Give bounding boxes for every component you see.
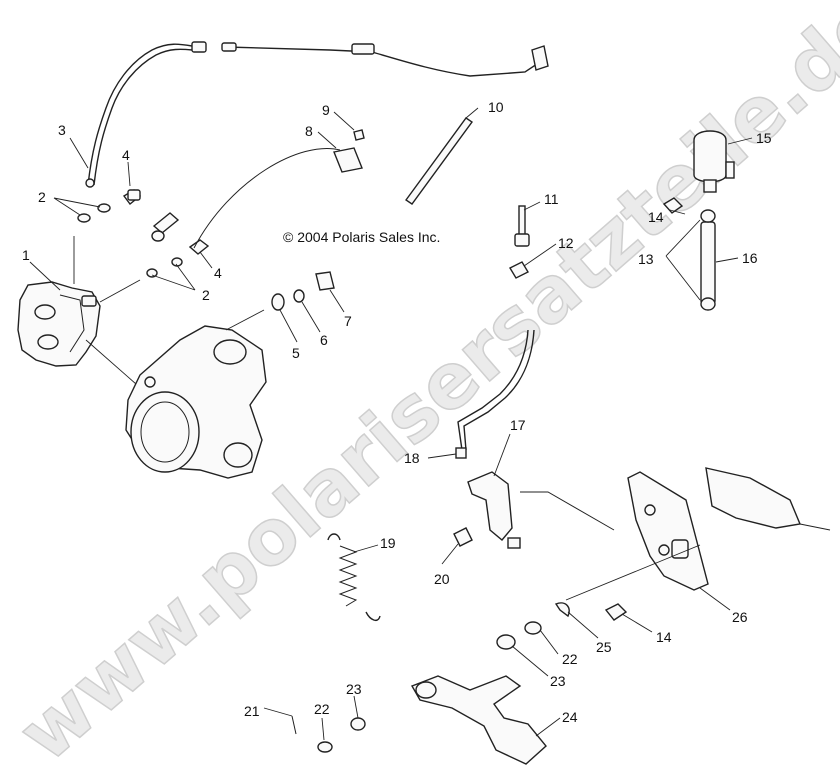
master-cylinder bbox=[453, 471, 521, 549]
callout-20: 20 bbox=[434, 571, 450, 587]
callout-4-upper: 4 bbox=[122, 147, 130, 163]
fittings bbox=[509, 205, 530, 279]
callout-22-right: 22 bbox=[562, 651, 578, 667]
callout-22-left: 22 bbox=[314, 701, 330, 717]
callout-18: 18 bbox=[404, 450, 420, 466]
callout-labels: 1 2 2 3 4 4 5 6 7 8 9 10 11 12 13 14 14 … bbox=[22, 99, 772, 725]
callout-15: 15 bbox=[756, 130, 772, 146]
callout-16: 16 bbox=[742, 250, 758, 266]
callout-23-right: 23 bbox=[550, 673, 566, 689]
callout-19: 19 bbox=[380, 535, 396, 551]
lower-brake-line bbox=[455, 329, 535, 459]
callout-25: 25 bbox=[596, 639, 612, 655]
brake-caliper bbox=[17, 281, 101, 367]
brake-pedal bbox=[291, 602, 628, 765]
callout-26: 26 bbox=[732, 609, 748, 625]
callout-2-lower: 2 bbox=[202, 287, 210, 303]
return-spring bbox=[327, 533, 381, 622]
callout-9: 9 bbox=[322, 102, 330, 118]
callout-4-lower: 4 bbox=[214, 265, 222, 281]
callout-1: 1 bbox=[22, 247, 30, 263]
callout-2-upper: 2 bbox=[38, 189, 46, 205]
callout-10: 10 bbox=[488, 99, 504, 115]
callout-14-upper: 14 bbox=[648, 209, 664, 225]
leader-lines bbox=[29, 107, 753, 741]
reservoir-assembly bbox=[662, 130, 735, 311]
callout-8: 8 bbox=[305, 123, 313, 139]
pedal-bracket bbox=[520, 467, 831, 591]
callout-13: 13 bbox=[638, 251, 654, 267]
callout-23-left: 23 bbox=[346, 681, 362, 697]
callout-14-lower: 14 bbox=[656, 629, 672, 645]
callout-7: 7 bbox=[344, 313, 352, 329]
callout-17: 17 bbox=[510, 417, 526, 433]
callout-11: 11 bbox=[544, 191, 559, 207]
brake-line-assembly bbox=[85, 41, 549, 188]
callout-12: 12 bbox=[558, 235, 574, 251]
rod bbox=[405, 117, 473, 205]
callout-3: 3 bbox=[58, 122, 66, 138]
callout-5: 5 bbox=[292, 345, 300, 361]
hardware bbox=[77, 129, 365, 311]
brake-housing bbox=[125, 325, 267, 479]
callout-21: 21 bbox=[244, 703, 260, 719]
callout-6: 6 bbox=[320, 332, 328, 348]
callout-24: 24 bbox=[562, 709, 578, 725]
copyright-text: © 2004 Polaris Sales Inc. bbox=[283, 229, 440, 245]
